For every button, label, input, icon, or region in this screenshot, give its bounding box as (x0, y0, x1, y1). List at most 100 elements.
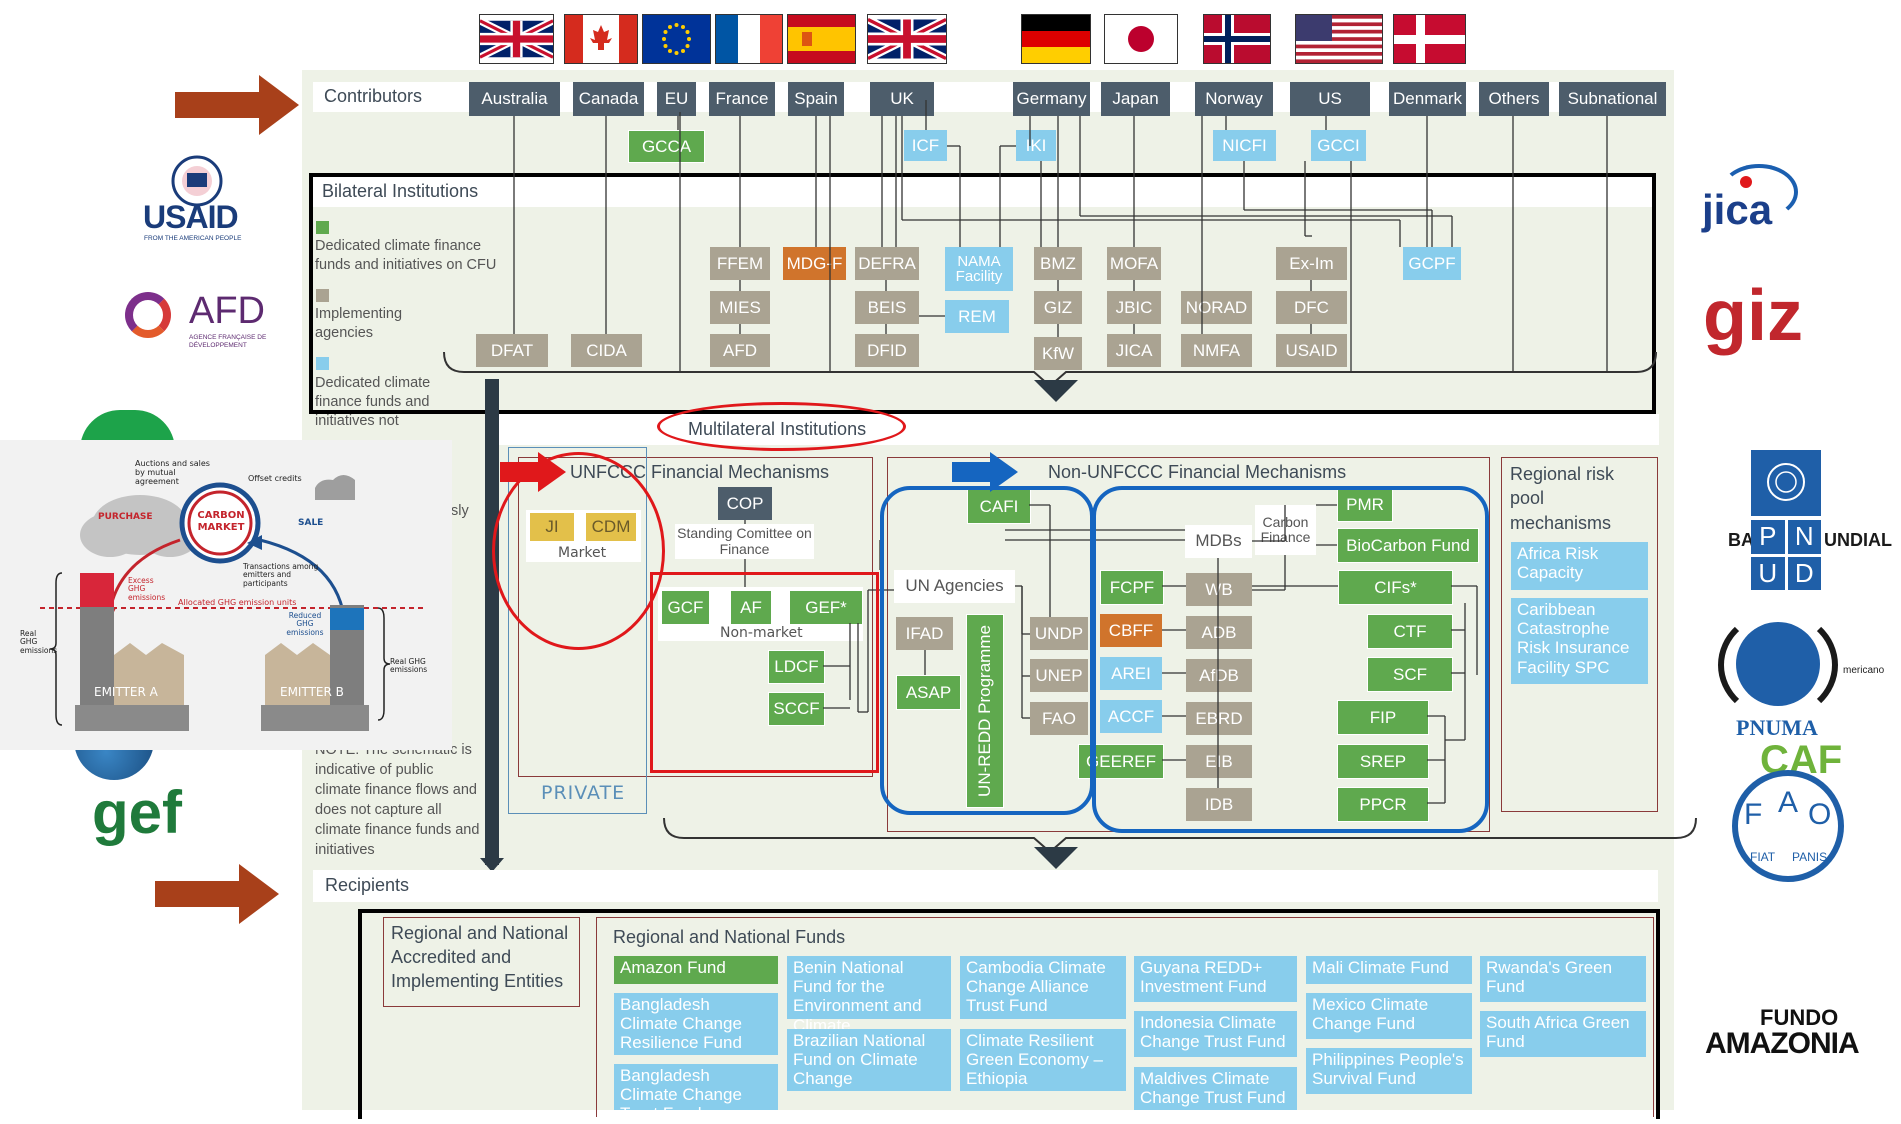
inset-emitter-a: EMITTER A (94, 685, 158, 699)
jica-swoosh-icon (1720, 164, 1798, 220)
blue-arrow-icon (952, 452, 1018, 492)
regional-title: Regional risk pool mechanisms (1510, 464, 1615, 533)
box-scf: SCF (1367, 657, 1453, 692)
box-dfat: DFAT (476, 334, 548, 367)
afd-text: AFD (189, 290, 265, 332)
box-eib: EIB (1186, 745, 1252, 778)
inset-real-left: Real GHG emissions (20, 629, 58, 655)
inset-carbon-market: CARBON MARKET (197, 510, 245, 533)
bilateral-title: Bilateral Institutions (322, 181, 479, 201)
country-others: Others (1479, 82, 1549, 116)
usaid-logo: USAID FROM THE AMERICAN PEOPLE (140, 155, 260, 245)
fao-panis: PANIS (1792, 850, 1828, 864)
fund-brazil: Brazilian National Fund on Climate Chang… (787, 1029, 951, 1091)
undp-ba-text: BA (1728, 530, 1754, 550)
box-fcpf: FCPF (1100, 570, 1164, 605)
bilateral-title-bar (313, 177, 1652, 207)
afd-tagline: AGENCE FRANÇAISE DE DÉVELOPPEMENT (189, 334, 267, 349)
box-adb: ADB (1186, 616, 1252, 649)
legend-text-blue: Dedicated climate finance funds and init… (315, 375, 431, 429)
afd-ring-icon (125, 292, 171, 338)
inset-excess: Excess GHG emissions (128, 576, 166, 602)
legend-text-green: Dedicated climate finance funds and init… (315, 238, 497, 273)
fund-bangladesh-resilience: Bangladesh Climate Change Resilience Fun… (614, 993, 778, 1055)
pnuma-text: PNUMA (1736, 715, 1818, 740)
box-wb: WB (1186, 573, 1252, 606)
giz-logo: giz (1703, 276, 1803, 356)
box-giz: GIZ (1034, 291, 1082, 324)
country-france: France (709, 82, 775, 116)
recipients-title: Recipients (325, 875, 410, 895)
country-germany: Germany (1013, 82, 1090, 116)
fund-guyana: Guyana REDD+ Investment Fund (1134, 956, 1297, 1002)
contributors-title: Contributors (324, 86, 423, 106)
box-cifs: CIFs* (1338, 570, 1453, 605)
inset-auctions: Auctions and sales by mutual agreement (135, 459, 210, 486)
box-un-agencies: UN Agencies (894, 570, 1015, 603)
box-beis: BEIS (855, 291, 919, 324)
fund-icf: ICF (904, 130, 947, 161)
country-australia: Australia (469, 82, 560, 116)
flag-uk-icon (479, 14, 554, 64)
box-unep: UNEP (1030, 659, 1088, 692)
pnuma-ring-icon (1718, 610, 1838, 720)
fund-amazon: Amazon Fund (614, 956, 778, 984)
fund-mali: Mali Climate Fund (1306, 956, 1472, 984)
regional-item-arc: Africa Risk Capacity (1511, 542, 1648, 590)
box-dfc: DFC (1276, 291, 1347, 324)
fao-fiat: FIAT (1750, 850, 1776, 864)
country-us: US (1290, 82, 1370, 116)
un-agencies-blue-frame (880, 486, 1094, 815)
flag-canada-icon (564, 14, 638, 64)
box-cafi: CAFI (967, 489, 1031, 524)
box-undp: UNDP (1030, 617, 1088, 650)
box-nmfa: NMFA (1181, 334, 1252, 367)
fund-indonesia: Indonesia Climate Change Trust Fund (1134, 1011, 1297, 1057)
box-srep: SREP (1337, 744, 1429, 779)
box-ppcr: PPCR (1337, 787, 1429, 822)
flag-japan-icon (1104, 14, 1178, 64)
box-ldcf: LDCF (768, 650, 825, 684)
fao-logo: CAF F A O FIAT PANIS (1730, 740, 1870, 890)
box-unredd: UN-REDD Programme (966, 614, 1004, 808)
undp-globe-icon (1751, 450, 1821, 516)
inset-purchase: PURCHASE (98, 512, 153, 522)
usaid-tagline: FROM THE AMERICAN PEOPLE (144, 235, 242, 242)
undp-n: N (1787, 520, 1821, 554)
box-rem: REM (945, 300, 1009, 333)
inset-transactions: Transactions among emitters and particip… (243, 562, 319, 588)
box-pmr: PMR (1337, 487, 1393, 522)
fund-ethiopia: Climate Resilient Green Economy – Ethiop… (960, 1029, 1126, 1091)
fao-a: A (1778, 786, 1799, 819)
legend-swatch-blue (316, 357, 329, 370)
flag-spain-icon (787, 14, 856, 64)
box-gef: GEF* (789, 590, 863, 625)
recipients-frame (358, 909, 1660, 1119)
box-idb: IDB (1186, 788, 1252, 821)
box-cbff: CBFF (1100, 614, 1162, 647)
schematic-note: NOTE: The schematic is indicative of pub… (315, 742, 480, 858)
country-uk: UK (870, 82, 934, 116)
box-ffem: FFEM (710, 247, 770, 280)
un-emblem-icon (1767, 463, 1805, 501)
fundo-amazonia-logo: FUNDO AMAZONIA (1705, 1005, 1880, 1065)
box-jica: JICA (1107, 334, 1161, 367)
non-market-label: Non-market (720, 625, 803, 641)
box-kfw: KfW (1034, 337, 1082, 370)
legend-text-taupe: Implementing agencies (315, 306, 403, 341)
red-arrow-icon (500, 452, 566, 492)
box-ifad: IFAD (896, 617, 953, 650)
fund-rwanda: Rwanda's Green Fund (1480, 956, 1646, 1002)
fao-ring-icon (1732, 770, 1844, 882)
fund-gcci: GCCI (1311, 130, 1366, 161)
box-usaid: USAID (1276, 334, 1347, 367)
undp-u: U (1751, 556, 1785, 590)
legend-text-fragment: sly (451, 503, 469, 519)
fund-maldives: Maldives Climate Change Trust Fund (1134, 1067, 1297, 1110)
box-sccf: SCCF (768, 692, 825, 726)
country-norway: Norway (1195, 82, 1273, 116)
box-exim: Ex-Im (1276, 247, 1347, 280)
box-arei: AREI (1100, 657, 1162, 690)
